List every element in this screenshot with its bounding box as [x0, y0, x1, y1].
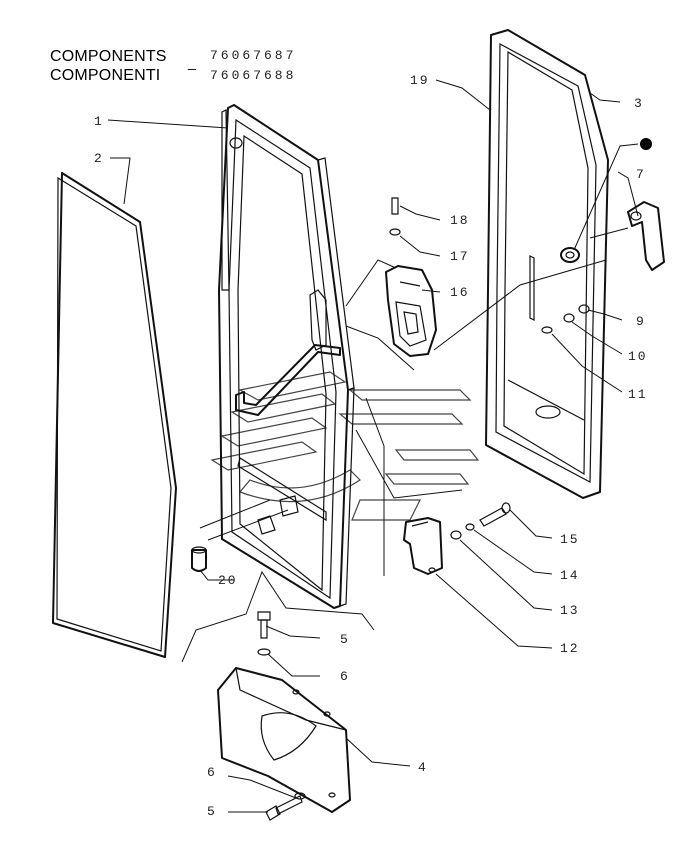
ring-seal	[560, 138, 652, 263]
callout-3: 3	[634, 96, 644, 111]
callout-9: 9	[636, 314, 646, 329]
callout-5-top: 5	[340, 632, 350, 647]
callout-18: 18	[450, 213, 470, 228]
right-door-panel	[485, 29, 609, 499]
door-handle	[627, 201, 665, 271]
header-label-componenti: COMPONENTI	[50, 67, 161, 84]
callout-1: 1	[94, 114, 104, 129]
cover-screw-bottom	[265, 792, 306, 821]
callout-13: 13	[560, 603, 580, 618]
glass-panel	[52, 172, 177, 658]
hinge-pin	[191, 546, 207, 572]
callout-10: 10	[628, 349, 648, 364]
callout-16: 16	[450, 285, 470, 300]
header-label-components: COMPONENTS	[50, 48, 167, 65]
header-separator: _	[188, 54, 196, 70]
latch-block	[403, 517, 443, 575]
latch-fasteners	[450, 502, 511, 540]
lock-body	[385, 197, 437, 357]
bottom-cover	[217, 667, 351, 813]
part-code-2: 76067688	[210, 68, 297, 83]
watermark-logo	[210, 371, 480, 521]
callout-4: 4	[418, 760, 428, 775]
small-fasteners	[541, 304, 590, 334]
callout-11: 11	[628, 387, 648, 402]
callout-5-bottom: 5	[207, 804, 217, 819]
callout-2: 2	[94, 151, 104, 166]
callout-6-bottom: 6	[207, 765, 217, 780]
callouts: 1 2 3 4 5 6 6 5 7 9 10 11 12 13 14 15 16…	[94, 73, 648, 819]
door-frame	[218, 104, 355, 609]
callout-20: 20	[218, 573, 238, 588]
marker-dot	[640, 138, 652, 150]
callout-6-top: 6	[340, 669, 350, 684]
cover-screw-top	[257, 611, 271, 656]
callout-12: 12	[560, 641, 580, 656]
part-code-1: 76067687	[210, 48, 297, 63]
callout-14: 14	[560, 568, 580, 583]
callout-7: 7	[636, 167, 646, 182]
callout-15: 15	[560, 532, 580, 547]
callout-17: 17	[450, 249, 470, 264]
callout-19: 19	[410, 73, 430, 88]
leader-lines	[107, 79, 639, 813]
